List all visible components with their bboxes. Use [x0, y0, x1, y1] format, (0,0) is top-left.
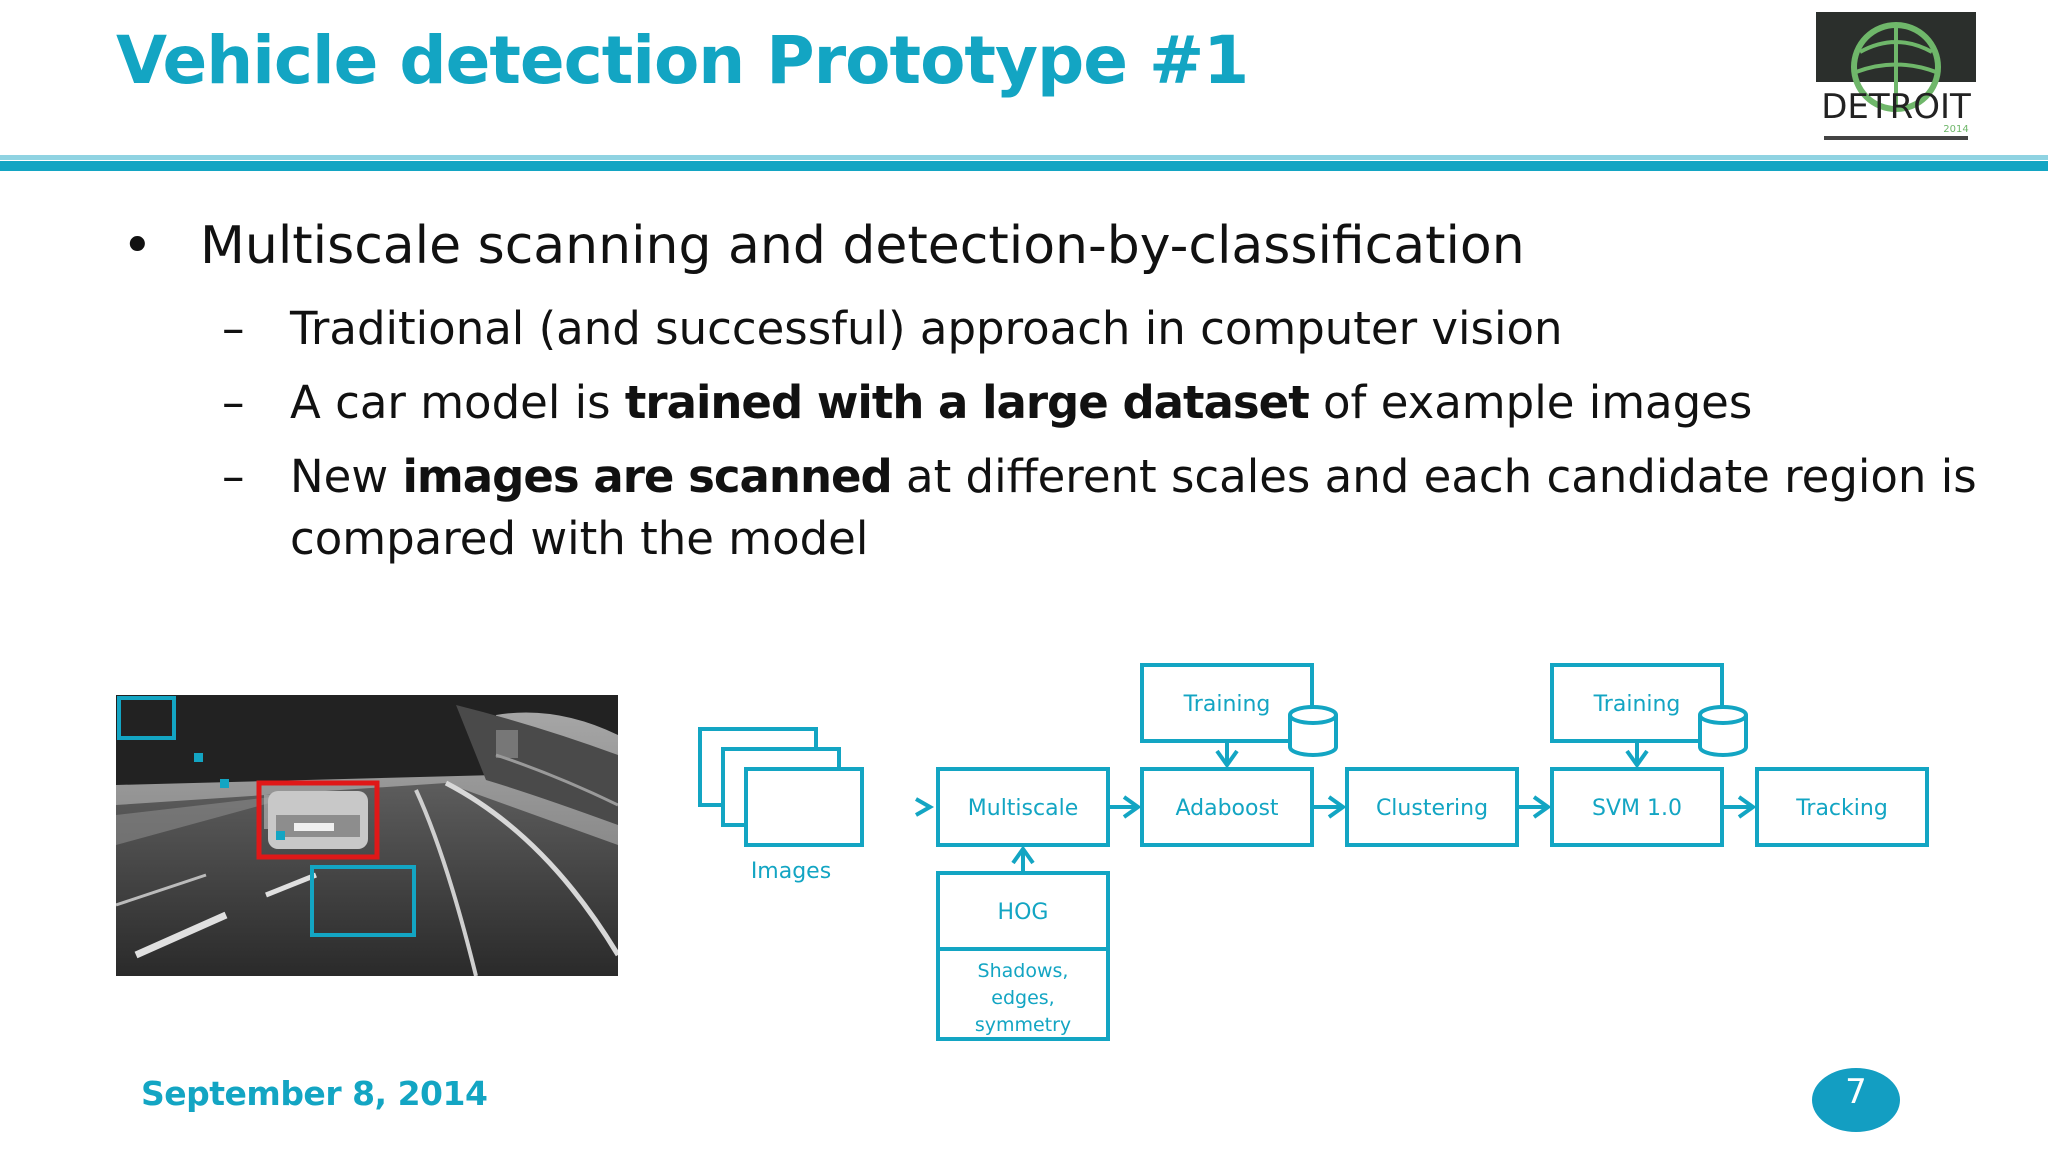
clustering-box: [1345, 767, 1519, 847]
logo-year: 2014: [1943, 124, 1968, 135]
sub-bullet-2: – A car model is trained with a large da…: [222, 372, 2010, 434]
sub-bullet-2-bold: trained with a large dataset: [624, 376, 1310, 429]
sub-bullet-2-pre: A car model is: [290, 376, 625, 429]
header-rule-light: [0, 155, 2048, 160]
features-box: [936, 947, 1110, 1041]
sub-bullet-3-bold: images are scanned: [402, 450, 892, 503]
tracking-box: [1755, 767, 1929, 847]
sub-bullet-2-post: of example images: [1308, 376, 1753, 429]
road-detection-photo: [116, 695, 618, 976]
page-number-badge: 7: [1812, 1068, 1900, 1132]
training2-box: [1550, 663, 1724, 743]
header-rule: [0, 161, 2048, 171]
sub-bullet-3-post: at different scales and each candidate r…: [290, 450, 1977, 565]
database-icon: [1288, 705, 1338, 757]
image-frame-front: [744, 767, 864, 847]
adaboost-box: [1140, 767, 1314, 847]
flow-arrows: [862, 741, 1757, 873]
bullet-dot-icon: •: [122, 216, 153, 276]
sub-bullet-3: – New images are scanned at different sc…: [222, 446, 2010, 570]
sub-bullet-3-pre: New: [290, 450, 403, 503]
adaboost-label: Adaboost: [1175, 796, 1278, 821]
bullet-main: • Multiscale scanning and detection-by-c…: [122, 216, 1525, 276]
multiscale-label: Multiscale: [968, 796, 1078, 821]
tracking-label: Tracking: [1795, 796, 1888, 821]
features-label-3: symmetry: [975, 1014, 1071, 1036]
svm-label: SVM 1.0: [1592, 796, 1682, 821]
pipeline-diagram: Images Multiscale HOG Shadows, edges, sy…: [698, 663, 1929, 1041]
multiscale-box: [936, 767, 1110, 847]
detroit-logo: DETROIT 2014: [1816, 12, 1976, 146]
database-icon: [1698, 705, 1748, 757]
hog-label: HOG: [998, 900, 1049, 925]
sub-bullet-1-text: Traditional (and successful) approach in…: [290, 302, 1563, 355]
logo-text: DETROIT: [1821, 87, 1971, 127]
dash-icon: –: [222, 302, 245, 355]
dash-icon: –: [222, 376, 245, 429]
training2-label: Training: [1593, 692, 1681, 717]
features-label-2: edges,: [991, 987, 1054, 1009]
sub-bullet-1: – Traditional (and successful) approach …: [222, 298, 2010, 360]
training1-label: Training: [1183, 692, 1271, 717]
images-label: Images: [751, 859, 831, 884]
dash-icon: –: [222, 450, 245, 503]
slide-title: Vehicle detection Prototype #1: [116, 22, 1249, 99]
features-label-1: Shadows,: [978, 960, 1069, 982]
bullet-main-text: Multiscale scanning and detection-by-cla…: [200, 216, 1525, 276]
svm-box: [1550, 767, 1724, 847]
clustering-label: Clustering: [1376, 796, 1488, 821]
hog-box: [936, 871, 1110, 951]
slide-date: September 8, 2014: [141, 1074, 488, 1113]
